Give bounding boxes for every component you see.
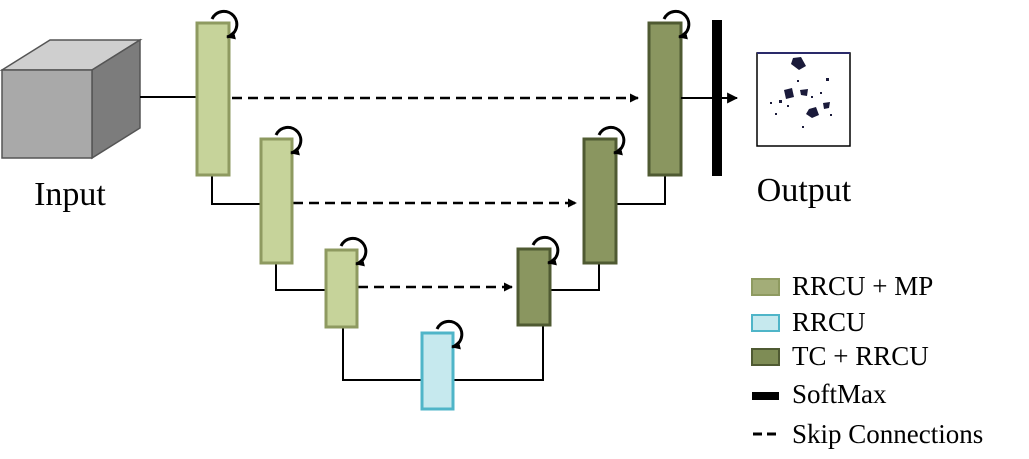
decoder-3-to-decoder-2-line	[550, 263, 600, 291]
recurrent-loops	[210, 9, 691, 350]
decoder-2-to-decoder-1-line	[616, 175, 666, 205]
decoder-block-2	[582, 137, 618, 265]
recurrent-loop-icon	[597, 125, 626, 156]
recurrent-loop-icon	[531, 235, 560, 266]
softmax-bar	[712, 20, 722, 176]
encoder-3-to-bottleneck-line	[342, 327, 423, 381]
legend-label-tc-rrcu: TC + RRCU	[792, 341, 929, 371]
legend-label-rrcu: RRCU	[792, 307, 866, 337]
legend: RRCU + MP RRCU TC + RRCU SoftMax Skip Co…	[751, 271, 983, 449]
legend-label-rrcu-mp: RRCU + MP	[792, 271, 933, 301]
input-label: Input	[34, 176, 106, 213]
encoder-block-2	[259, 137, 294, 265]
recurrent-loop-icon	[662, 9, 691, 40]
output-mask-image	[756, 52, 851, 147]
encoder-block-3	[324, 248, 359, 329]
legend-label-skip: Skip Connections	[792, 419, 983, 449]
legend-label-softmax: SoftMax	[792, 379, 887, 409]
solid-connections	[140, 96, 666, 381]
decoder-block-1	[647, 21, 683, 177]
recurrent-loop-icon	[339, 236, 368, 267]
input-cube	[0, 38, 143, 160]
legend-swatch-rrcu-mp	[751, 278, 780, 296]
decoder-block-3	[516, 247, 552, 327]
legend-swatch-softmax	[752, 392, 779, 400]
skip-connections	[232, 93, 639, 292]
bottleneck-block	[420, 331, 455, 411]
input-cube-front	[1, 69, 93, 159]
recurrent-loop-icon	[210, 9, 239, 40]
encoder-block-1	[195, 21, 231, 177]
legend-swatch-rrcu	[751, 314, 780, 332]
recurrent-loop-icon	[274, 125, 303, 156]
encoder-1-to-encoder-2-line	[211, 175, 262, 205]
encoder-2-to-encoder-3-line	[275, 263, 327, 291]
recurrent-loop-icon	[435, 319, 464, 350]
legend-swatch-tc-rrcu	[751, 348, 780, 366]
output-label: Output	[757, 172, 852, 209]
bottleneck-to-decoder-3-line	[453, 325, 544, 381]
